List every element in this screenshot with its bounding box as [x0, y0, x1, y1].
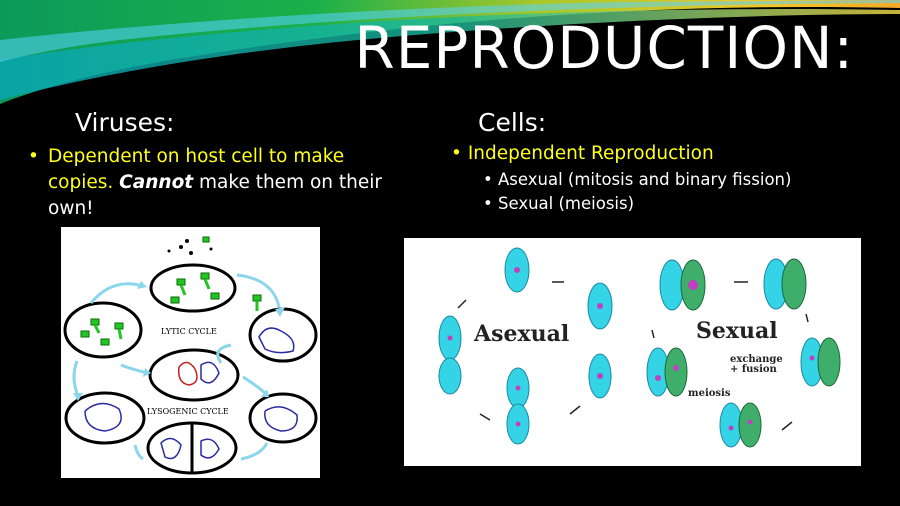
- asexual-cell: [438, 357, 462, 395]
- bullet-dot-icon: •: [451, 143, 462, 164]
- sexual-cell-green: [781, 258, 807, 310]
- bullet-dot-icon: •: [483, 170, 493, 189]
- cell-lower-left: [64, 391, 146, 445]
- sexual-cell-green: [664, 347, 688, 397]
- virus-bullet: • Dependent on host cell to make copies.…: [28, 144, 388, 222]
- sexual-cell: [659, 259, 685, 311]
- lysogenic-cycle-label: LYSOGENIC CYCLE: [147, 407, 229, 416]
- virus-bullet-part1: Dependent on host cell to make copies.: [48, 146, 345, 193]
- fusion-label: + fusion: [730, 364, 778, 375]
- bullet-dot-icon: •: [483, 194, 493, 213]
- virus-cycle-figure: LYTIC CYCLE LYSOGENIC CYCLE: [61, 227, 320, 478]
- cells-heading: Cells:: [478, 108, 547, 137]
- exchange-label: exchange: [730, 354, 783, 365]
- decorative-swoosh: [0, 0, 900, 104]
- virus-cycle-diagram: LYTIC CYCLE LYSOGENIC CYCLE: [63, 236, 318, 475]
- bullet-dot-icon: •: [28, 146, 39, 167]
- sexual-label: Sexual: [696, 318, 778, 344]
- virus-bullet-part2: make them on their own!: [48, 172, 382, 219]
- cells-sub-bullet-asexual: • Asexual (mitosis and binary fission): [483, 170, 791, 189]
- cells-sub-bullet-sexual: • Sexual (meiosis): [483, 194, 634, 213]
- sexual-cell-green: [738, 402, 762, 448]
- cell-reproduction-diagram: Asexual Sexual exchange + fusion meiosis: [438, 247, 841, 448]
- cells-bullet: • Independent Reproduction: [451, 141, 714, 167]
- virus-bullet-bold: Cannot: [119, 172, 194, 193]
- cell-reproduction-figure: Asexual Sexual exchange + fusion meiosis: [404, 238, 861, 466]
- cell-top: [149, 263, 237, 313]
- sexual-cell-green: [817, 337, 841, 387]
- cell-lower-right: [248, 392, 318, 444]
- lytic-cycle-label: LYTIC CYCLE: [161, 327, 217, 336]
- cell-left: [63, 301, 143, 359]
- cell-center: [148, 348, 240, 402]
- sub-bullet-text: Sexual (meiosis): [497, 194, 635, 213]
- cells-bullet-text: Independent Reproduction: [467, 143, 714, 164]
- sub-bullet-text: Asexual (mitosis and binary fission): [497, 170, 792, 189]
- asexual-label: Asexual: [473, 321, 569, 347]
- meiosis-label: meiosis: [688, 388, 731, 399]
- slide-title: REPRODUCTION:: [354, 14, 854, 82]
- viruses-heading: Viruses:: [75, 108, 175, 137]
